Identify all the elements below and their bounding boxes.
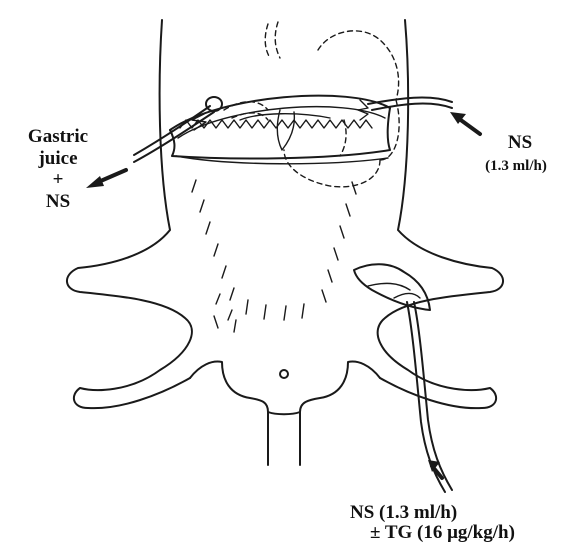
hatching <box>192 180 356 332</box>
label-plus: + <box>20 169 96 191</box>
label-infusion-line1: NS (1.3 ml/h) <box>350 502 500 524</box>
abdominal-incision <box>170 96 390 164</box>
rat-body-outline <box>67 20 503 465</box>
label-juice: juice <box>20 148 96 170</box>
label-outflow-ns: NS <box>20 191 96 213</box>
label-infusion-line2: ± TG (16 μg/kg/h) <box>370 522 566 544</box>
stomach-outline <box>224 22 399 187</box>
label-inflow-rate: (1.3 ml/h) <box>466 158 566 175</box>
label-inflow-ns: NS <box>490 132 550 154</box>
label-gastric: Gastric <box>20 126 96 148</box>
